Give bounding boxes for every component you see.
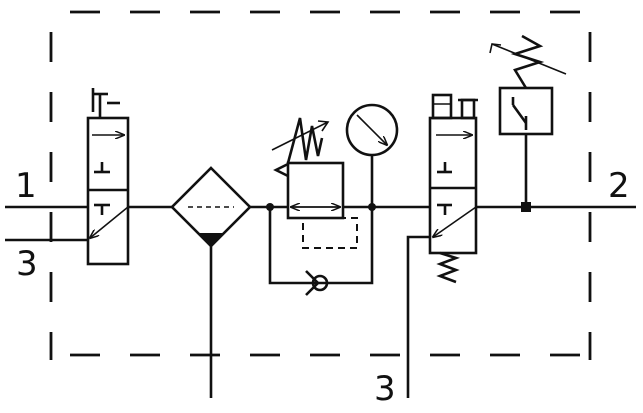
filter <box>170 166 252 398</box>
pressure-switch <box>489 34 567 212</box>
port-label-exhaust-left: 3 <box>16 244 38 284</box>
solenoid-valve <box>406 93 478 398</box>
adjustable-spring-icon <box>271 117 330 164</box>
unit-enclosure <box>49 10 592 360</box>
manual-lever-icon <box>91 88 120 118</box>
shutoff-valve <box>86 88 130 266</box>
adjustable-spring-icon <box>489 34 567 89</box>
port-label-outlet: 2 <box>608 166 630 206</box>
pressure-gauge <box>345 103 399 207</box>
pressure-regulator <box>271 117 358 249</box>
solenoid-coil-icon <box>431 93 478 120</box>
port-label-exhaust-bottom: 3 <box>374 369 396 409</box>
return-spring-icon <box>436 251 461 284</box>
port-label-inlet: 1 <box>15 166 37 206</box>
bypass-check-valve <box>266 203 376 296</box>
